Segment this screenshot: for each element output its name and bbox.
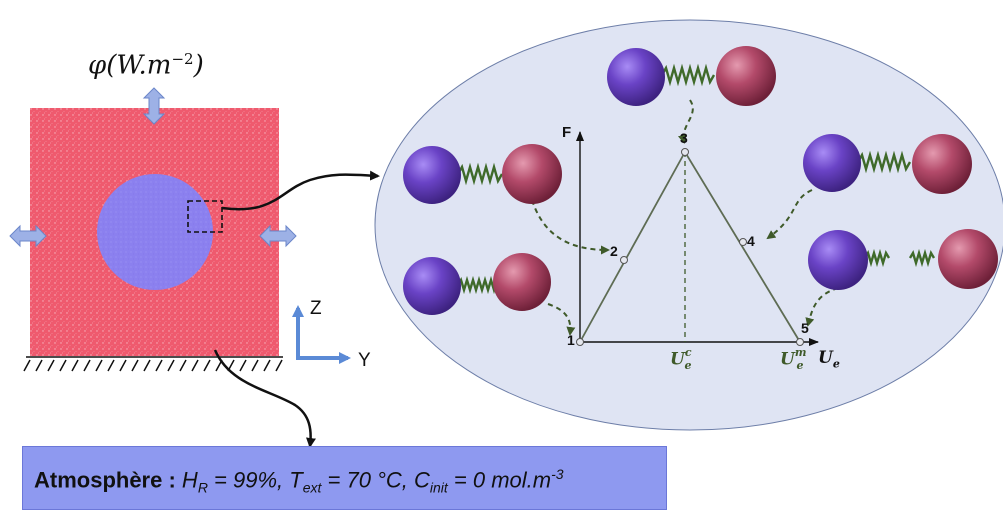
graph-force-label: F xyxy=(562,124,572,141)
state-arrow-5 xyxy=(805,287,839,327)
curve-points xyxy=(576,148,804,346)
flux-label: φ(W.m−2) xyxy=(88,50,204,81)
sphere-purple-top xyxy=(607,48,665,106)
point-label-2: 2 xyxy=(610,243,618,259)
sphere-red-left-upper xyxy=(502,144,562,204)
sphere-red-top xyxy=(716,46,776,106)
flux-arrow-top xyxy=(142,87,166,125)
z-axis-label: Z xyxy=(310,298,322,319)
sphere-purple-right-upper xyxy=(803,134,861,192)
spring-right-broken-b xyxy=(908,248,936,268)
graph-x-axis-label: Ue xyxy=(818,348,840,371)
point-label-1: 1 xyxy=(567,332,575,348)
point-label-5: 5 xyxy=(801,320,809,336)
zoom-selection-box xyxy=(187,200,223,233)
inclusion-circle xyxy=(97,174,213,290)
sphere-red-right-lower xyxy=(938,229,998,289)
zoom-connector-arrow xyxy=(221,170,380,211)
spring-top xyxy=(660,63,716,87)
y-axis-label: Y xyxy=(358,350,371,371)
atmosphere-connector-arrow xyxy=(213,349,316,448)
critical-displacement-label: Uce xyxy=(670,346,692,373)
spring-left-upper xyxy=(456,162,504,186)
sphere-red-right-upper xyxy=(912,134,972,194)
max-displacement-label: Ume xyxy=(780,346,807,373)
fixed-support-hatch xyxy=(23,356,283,372)
spring-right-upper xyxy=(856,150,912,174)
sphere-purple-left-upper xyxy=(403,146,461,204)
sphere-purple-left-lower xyxy=(403,257,461,315)
point-label-3: 3 xyxy=(680,130,688,146)
spring-right-broken-a xyxy=(863,248,891,268)
state-arrow-4 xyxy=(766,189,813,240)
atmosphere-conditions-text: Atmosphère : HR = 99%, Text = 70 °C, Cin… xyxy=(34,466,564,496)
state-arrow-3 xyxy=(678,99,694,144)
sphere-red-left-lower xyxy=(493,253,551,311)
point-label-4: 4 xyxy=(747,233,755,249)
coordinate-axes xyxy=(292,305,351,364)
state-arrow-2 xyxy=(531,199,610,255)
atmosphere-box xyxy=(22,446,667,510)
flux-arrow-right xyxy=(259,224,297,248)
zoom-ellipse xyxy=(374,19,1003,431)
state-arrow-1 xyxy=(547,303,576,336)
flux-arrow-left xyxy=(9,224,47,248)
sphere-purple-right-lower xyxy=(808,230,868,290)
